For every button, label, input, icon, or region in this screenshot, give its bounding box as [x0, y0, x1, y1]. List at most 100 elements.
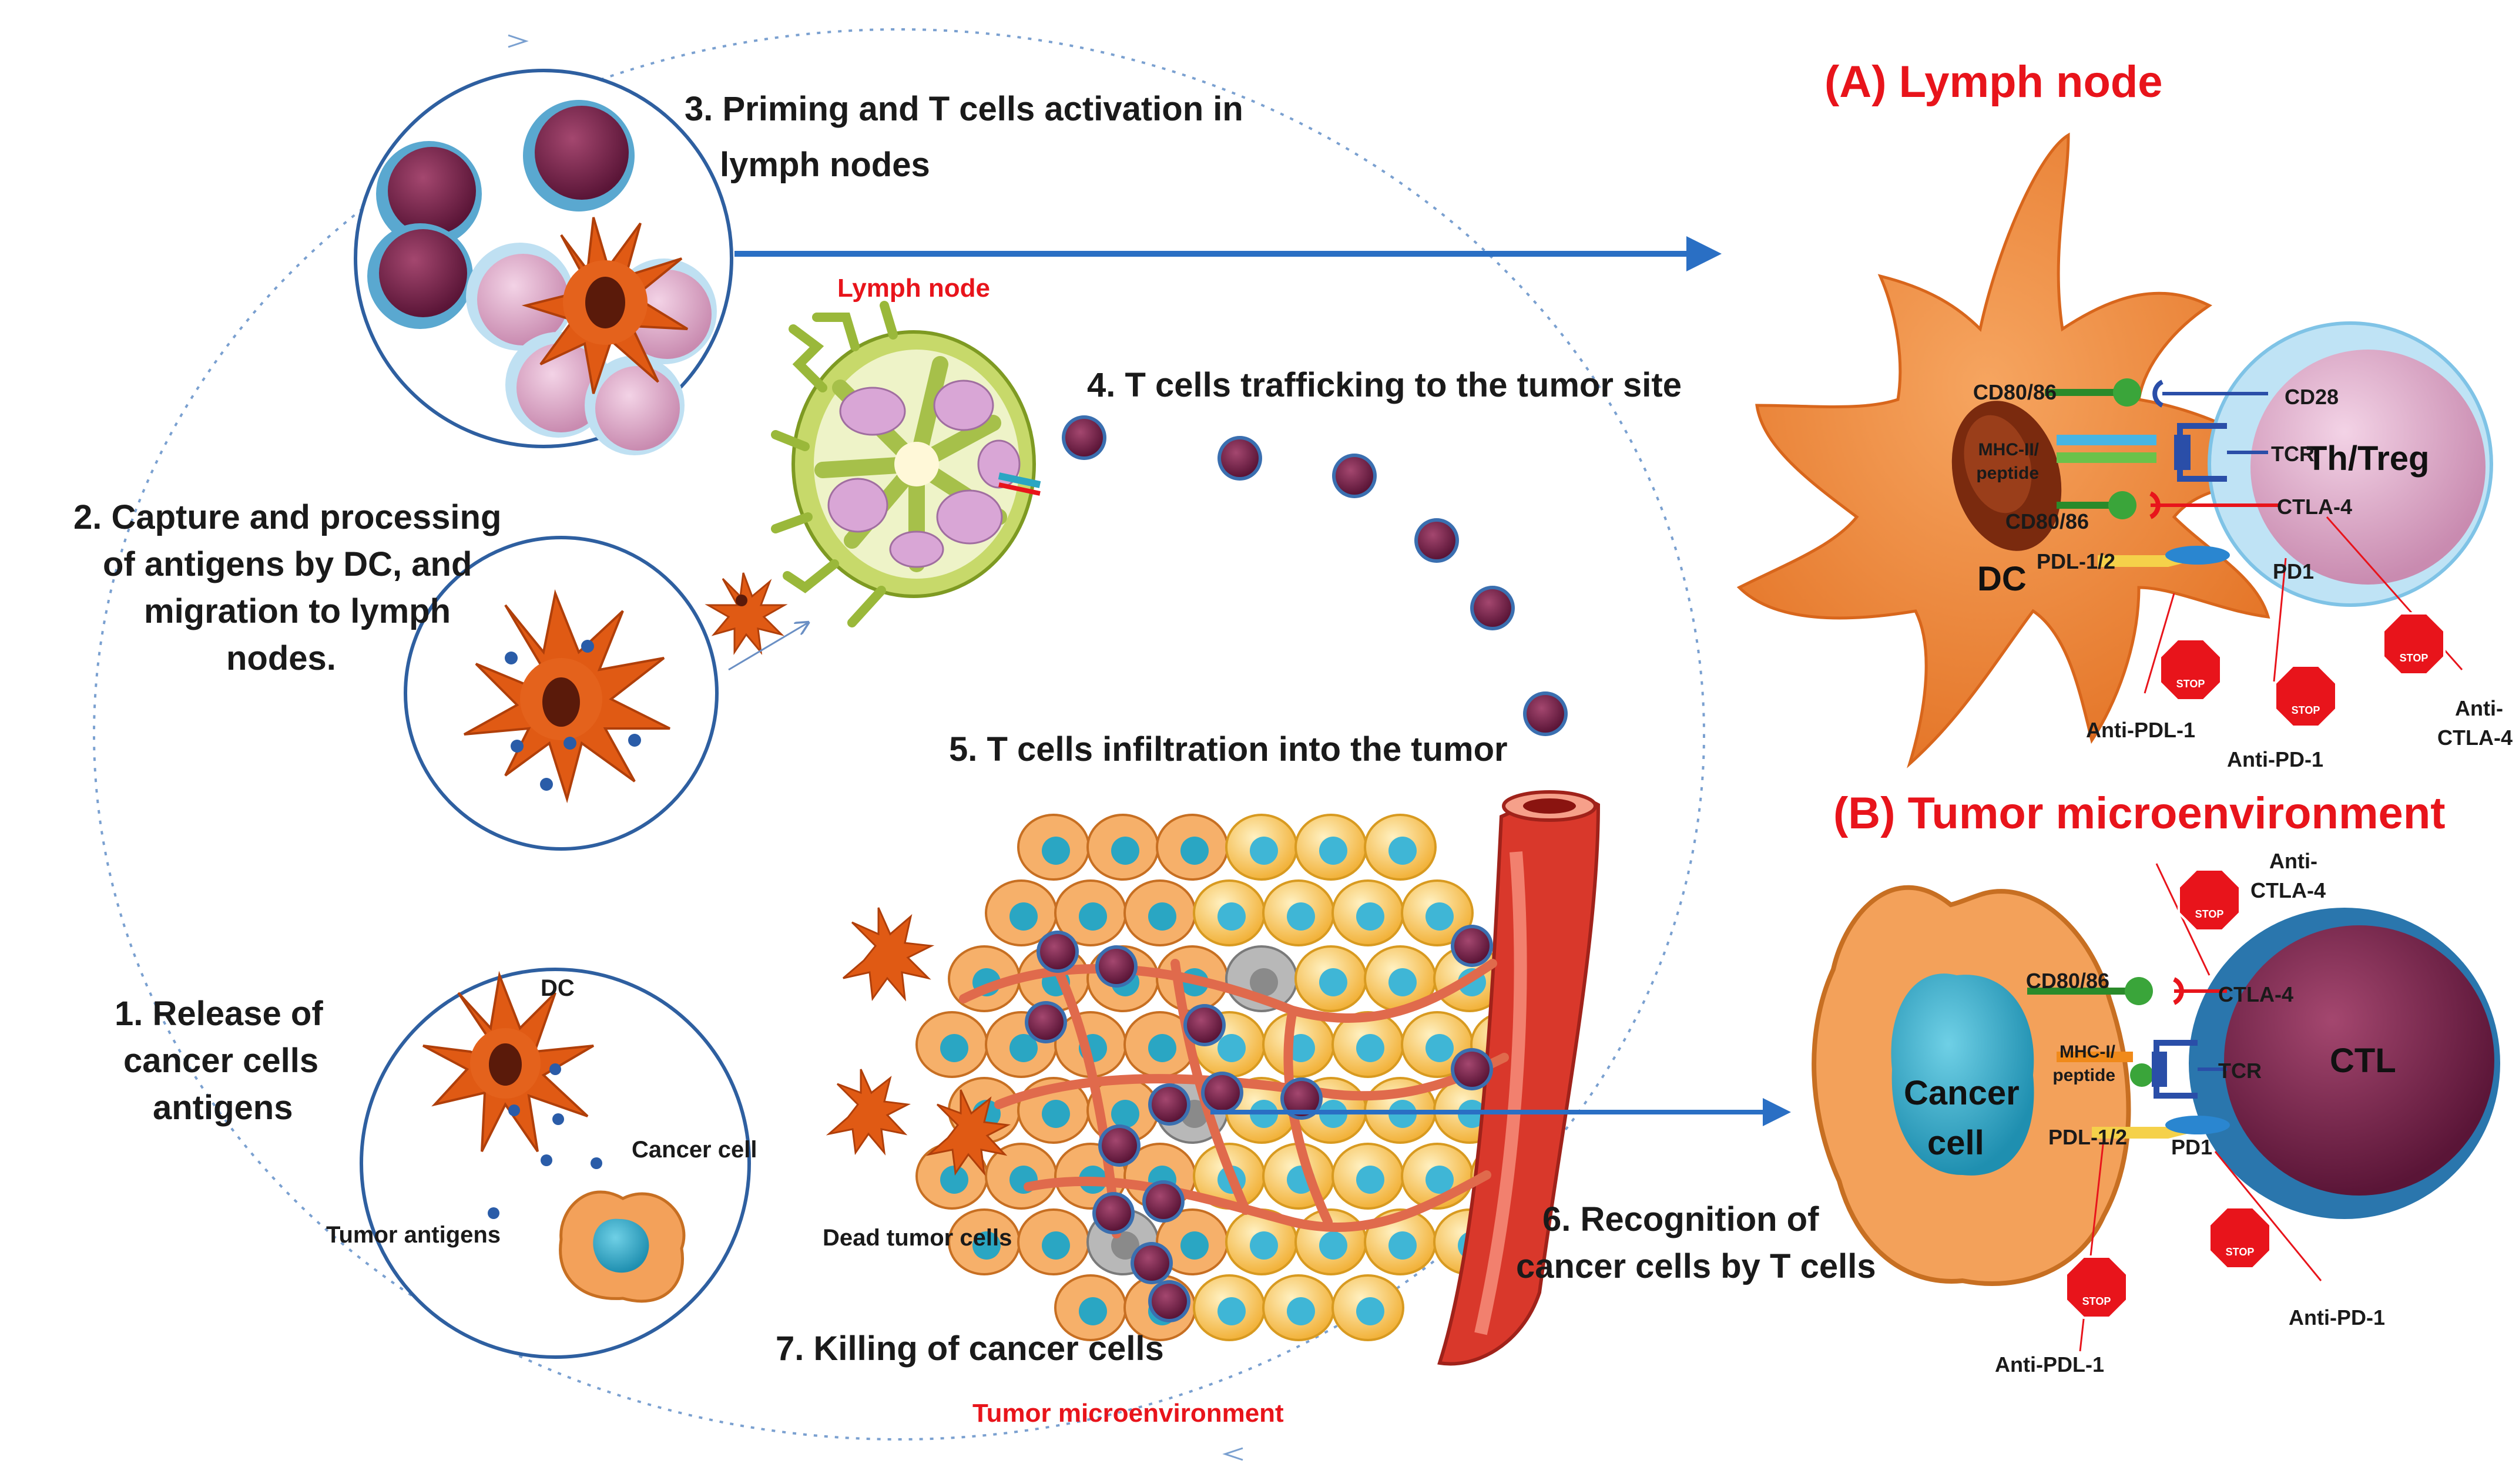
- tumor-cell-icon: [1262, 879, 1335, 946]
- tumor-cell-icon: [1331, 1011, 1404, 1078]
- stop-sign-icon: STOP: [2382, 612, 2446, 676]
- svg-text:STOP: STOP: [2292, 704, 2320, 716]
- t-cell-icon: [523, 100, 635, 211]
- antigen-capture-inset: [404, 536, 719, 851]
- tumor-cell-icon: [1193, 879, 1266, 946]
- priming-inset: [354, 69, 733, 455]
- tumor-cell-icon: [1225, 814, 1298, 881]
- tumor-cell-icon: [1262, 1011, 1335, 1078]
- cancer-cell-icon: [1054, 1274, 1127, 1341]
- anti-pdl1-label: Anti-PDL-1: [2086, 718, 2195, 742]
- antigen-dot-icon: [505, 640, 641, 791]
- svg-text:STOP: STOP: [2195, 908, 2224, 920]
- stop-sign-icon: STOP: [2208, 1206, 2272, 1270]
- t-cell-icon: [1217, 436, 1262, 481]
- cd28-label: CD28: [2285, 385, 2339, 409]
- tumor-microenvironment-label: Tumor microenvironment: [972, 1399, 1284, 1428]
- pdl-pd1-icon: [2092, 1121, 2192, 1139]
- step3-title-line1: 3. Priming and T cells activation in: [685, 90, 1243, 128]
- t-cell-icon: [1280, 1077, 1323, 1120]
- step5-title: 5. T cells infiltration into the tumor: [949, 730, 1508, 768]
- lymph-node-label: Lymph node: [837, 274, 990, 303]
- mhc1-label-line1: MHC-I/: [2060, 1042, 2116, 1062]
- tumor-cell-icon: [1331, 1274, 1404, 1341]
- cd80-86-ligand-icon: [2125, 977, 2153, 1005]
- tumor-cell-icon: [1331, 1143, 1404, 1210]
- t-cell-icon: [1414, 518, 1459, 563]
- step2-title-line4: nodes.: [226, 639, 336, 677]
- tumor-cell-icon: [1331, 879, 1404, 946]
- t-cell-icon: [367, 223, 473, 329]
- dendritic-cell-icon: [521, 217, 689, 394]
- t-cell-icon: [1025, 1001, 1067, 1043]
- t-cell-icon: [1183, 1004, 1226, 1046]
- t-cell-icon: [1142, 1180, 1185, 1223]
- tumor-cell-icon: [1294, 814, 1367, 881]
- cancer-cell-icon: [915, 1011, 988, 1078]
- step2-title-line2: of antigens by DC, and: [103, 545, 472, 583]
- dc-big-label: DC: [1977, 560, 2027, 598]
- t-cell-icon: [1131, 1242, 1173, 1284]
- step3-title-line2: lymph nodes: [720, 146, 930, 184]
- anti-pd1-b-label: Anti-PD-1: [2289, 1305, 2385, 1329]
- ctl-label: CTL: [2330, 1042, 2396, 1080]
- t-cell-icon: [1148, 1280, 1190, 1322]
- t-cell-icon: [1062, 415, 1106, 460]
- step7-title: 7. Killing of cancer cells: [776, 1329, 1164, 1368]
- step6-title-line2: cancer cells by T cells: [1516, 1247, 1876, 1285]
- anti-ctla4-b-line1: Anti-: [2269, 849, 2317, 873]
- t-cell-icon: [1451, 925, 1493, 967]
- pd1-label: PD1: [2273, 559, 2314, 583]
- cancer-cell-icon: [1054, 879, 1127, 946]
- t-cell-icon: [1332, 454, 1377, 498]
- t-cell-icon: [1470, 586, 1515, 630]
- pdl-pd1-icon: [2098, 549, 2192, 567]
- svg-text:STOP: STOP: [2400, 652, 2429, 664]
- dc-label: DC: [541, 975, 575, 1001]
- dendritic-cell-icon: [422, 971, 595, 1153]
- cancer-cell-label: Cancer cell: [632, 1137, 757, 1163]
- t-cell-icon: [1037, 931, 1079, 973]
- antigen-dot-icon: [488, 1063, 602, 1219]
- t-cell-icon: [1523, 691, 1568, 736]
- cd80-86-b-label: CD80/86: [2026, 969, 2109, 993]
- anti-ctla4-label-line1: Anti-: [2455, 696, 2503, 720]
- pdl-label: PDL-1/2: [2037, 549, 2115, 573]
- th-treg-cell-icon: [2208, 321, 2493, 607]
- anti-pd1-label: Anti-PD-1: [2227, 747, 2323, 771]
- tumor-cell-icon: [1294, 945, 1367, 1012]
- ctla4-label: CTLA-4: [2277, 495, 2352, 519]
- cancer-big-label-line1: Cancer: [1904, 1074, 2020, 1112]
- tumor-mass: [915, 790, 1601, 1366]
- tumor-cell-icon: [1401, 879, 1474, 946]
- panel-a-title: (A) Lymph node: [1824, 57, 2163, 107]
- trafficking-t-cells: [1062, 415, 1568, 736]
- ctl-cell-icon: [2189, 908, 2500, 1219]
- dead-tumor-cells-label: Dead tumor cells: [823, 1225, 1012, 1251]
- svg-text:STOP: STOP: [2176, 678, 2205, 690]
- panel-b-synapse: [1812, 863, 2500, 1352]
- t-cell-icon: [1201, 1072, 1243, 1114]
- pdl-b-label: PDL-1/2: [2048, 1125, 2127, 1149]
- tumor-cell-icon: [1364, 814, 1437, 881]
- panel-a-synapse: [1736, 132, 2493, 768]
- cancer-cell-icon: [1017, 814, 1090, 881]
- dendritic-cell-icon: [826, 907, 1011, 1176]
- cancer-cell-icon: [985, 879, 1058, 946]
- tumor-cell-icon: [1193, 1274, 1266, 1341]
- cancer-cell-icon: [1017, 1208, 1090, 1275]
- tumor-cell-icon: [1262, 1274, 1335, 1341]
- cancer-cell-icon: [559, 1190, 686, 1303]
- cd80-86-ligand-icon: [2113, 378, 2141, 407]
- mhc1-label-line2: peptide: [2052, 1066, 2115, 1085]
- panel-b-title: (B) Tumor microenvironment: [1833, 788, 2446, 838]
- step1-title-line3: antigens: [153, 1089, 293, 1127]
- step4-title: 4. T cells trafficking to the tumor site: [1087, 366, 1682, 404]
- t-cell-icon: [1092, 1192, 1135, 1234]
- cd80-86-ligand-icon: [2108, 491, 2136, 519]
- mhc2-label-line1: MHC-II/: [1978, 440, 2040, 459]
- pd1-b-label: PD1: [2171, 1135, 2212, 1159]
- anti-pdl1-b-label: Anti-PDL-1: [1995, 1352, 2104, 1376]
- cycle-arrow-top-icon: [508, 34, 529, 48]
